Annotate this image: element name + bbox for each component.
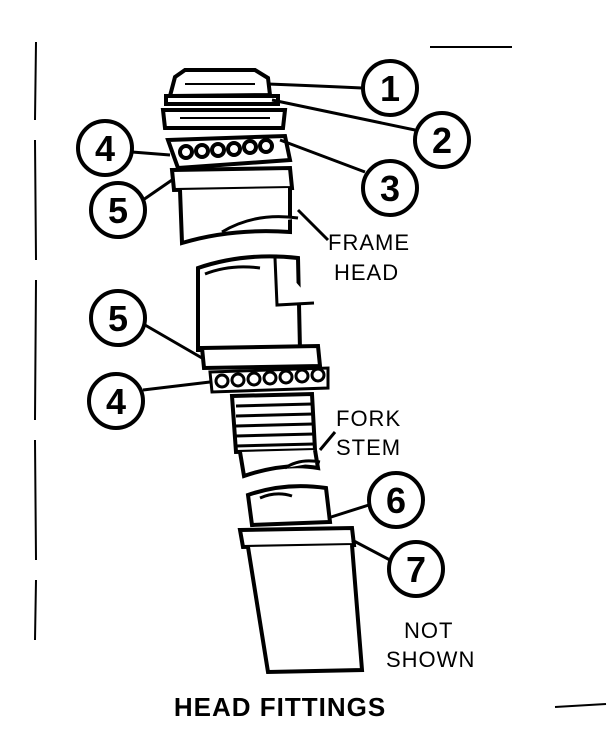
lower-ball-retainer-part	[208, 366, 330, 394]
fork-stem-part	[229, 391, 321, 479]
lower-cup-part	[199, 343, 323, 371]
leader-lines	[131, 82, 416, 562]
fork-crown-part	[237, 525, 365, 675]
callout-7: 7	[406, 549, 426, 590]
leader-4-lower	[142, 380, 211, 392]
callout-6: 6	[386, 480, 406, 521]
frame-head-tube	[196, 254, 315, 352]
frame-head-label-line2: HEAD	[334, 260, 399, 285]
callout-circles	[76, 59, 471, 598]
leader-1	[267, 82, 363, 90]
leader-6	[327, 502, 373, 520]
not-shown-label-line2: SHOWN	[386, 647, 475, 672]
frame-head-label-line1: FRAME	[328, 230, 410, 255]
not-shown-label-line1: NOT	[404, 618, 453, 643]
callout-5-upper: 5	[108, 190, 128, 231]
leader-fork-stem	[318, 431, 337, 451]
leader-5-lower	[144, 323, 203, 360]
fork-crown-race-part	[245, 484, 333, 528]
callout-3: 3	[380, 168, 400, 209]
washer-part	[160, 108, 288, 130]
callout-5-lower: 5	[108, 298, 128, 339]
scan-edge-marks	[34, 41, 607, 708]
callout-4-lower: 4	[106, 381, 126, 422]
leader-5-upper	[142, 178, 173, 202]
leader-7	[351, 538, 391, 562]
locknut-part	[164, 68, 280, 106]
diagram-title: HEAD FITTINGS	[174, 692, 386, 722]
leader-4-upper	[131, 150, 171, 157]
fork-stem-label-line2: STEM	[336, 435, 401, 460]
fork-stem-label-line1: FORK	[336, 406, 401, 431]
leader-frame-head	[296, 208, 330, 242]
callout-1: 1	[380, 68, 400, 109]
leader-2	[271, 98, 416, 132]
callout-4-upper: 4	[95, 128, 115, 169]
leader-3	[279, 138, 366, 174]
upper-cup-part	[169, 165, 299, 246]
upper-bearing-part	[165, 133, 293, 171]
callout-2: 2	[432, 120, 452, 161]
